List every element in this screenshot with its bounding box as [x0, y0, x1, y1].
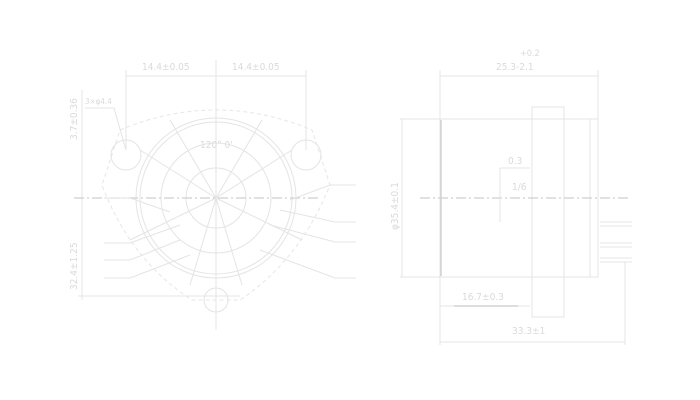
hole-callout: 3×φ4.4	[85, 97, 112, 106]
dim-left-bottom: 32.4±1.25	[69, 242, 80, 290]
angle-label: 120° 0'	[200, 140, 233, 151]
dim-left-top: 3.7±0.36	[69, 98, 80, 140]
dim-top: 25.3-2.1	[496, 62, 534, 73]
dim-top-right: 14.4±0.05	[232, 62, 280, 73]
dim-top-left: 14.4±0.05	[142, 62, 190, 73]
front-view: 14.4±0.05 14.4±0.05 3.7±0.36 3×φ4.4 120°…	[69, 60, 356, 330]
terminal-pins	[600, 221, 632, 345]
dim-small: 0.3	[508, 156, 522, 167]
dim-bottom-inner: 16.7±0.3	[462, 292, 504, 303]
side-view: +0.2 25.3-2.1 φ35.4±0.1 0.3 1/6 16.7±0.3…	[390, 49, 632, 345]
leader-lines	[78, 184, 356, 297]
dim-top-tolerance: +0.2	[520, 49, 540, 59]
dim-bottom-outer: 33.3±1	[512, 326, 545, 337]
dim-ratio: 1/6	[512, 182, 527, 193]
radial-lines	[129, 119, 303, 286]
dim-diameter: φ35.4±0.1	[390, 182, 401, 230]
